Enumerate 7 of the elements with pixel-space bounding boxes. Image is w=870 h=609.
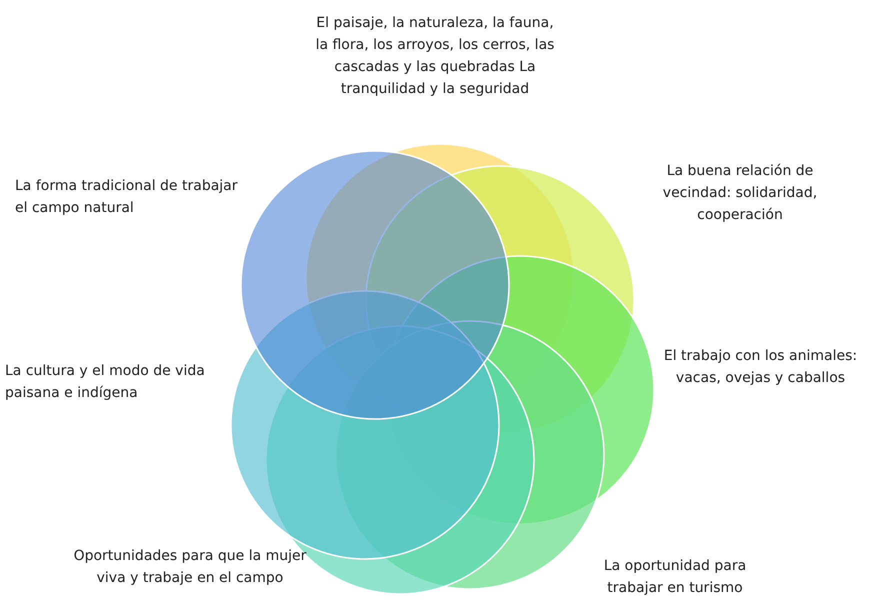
circle-caption: La cultura y el modo de vida paisana e indígena <box>5 362 206 403</box>
circle-caption: La forma tradicional de trabajar el campo natural <box>15 177 239 218</box>
circle-caption: La buena relación de vecindad: solidaridad, cooperación <box>662 162 818 225</box>
circle-caption: El paisaje, la naturaleza, la fauna, la flora, los arroyos, los cerros, las cascadas y las quebradas La tranquilidad y la seguridad <box>315 14 555 99</box>
circle-caption: La oportunidad para trabajar en turismo <box>602 557 748 598</box>
circle-caption: Oportunidades para que la mujer viva y trabaje en el campo <box>72 547 308 588</box>
circle-caption: El trabajo con los animales: vacas, ovejas y caballos <box>662 347 858 388</box>
